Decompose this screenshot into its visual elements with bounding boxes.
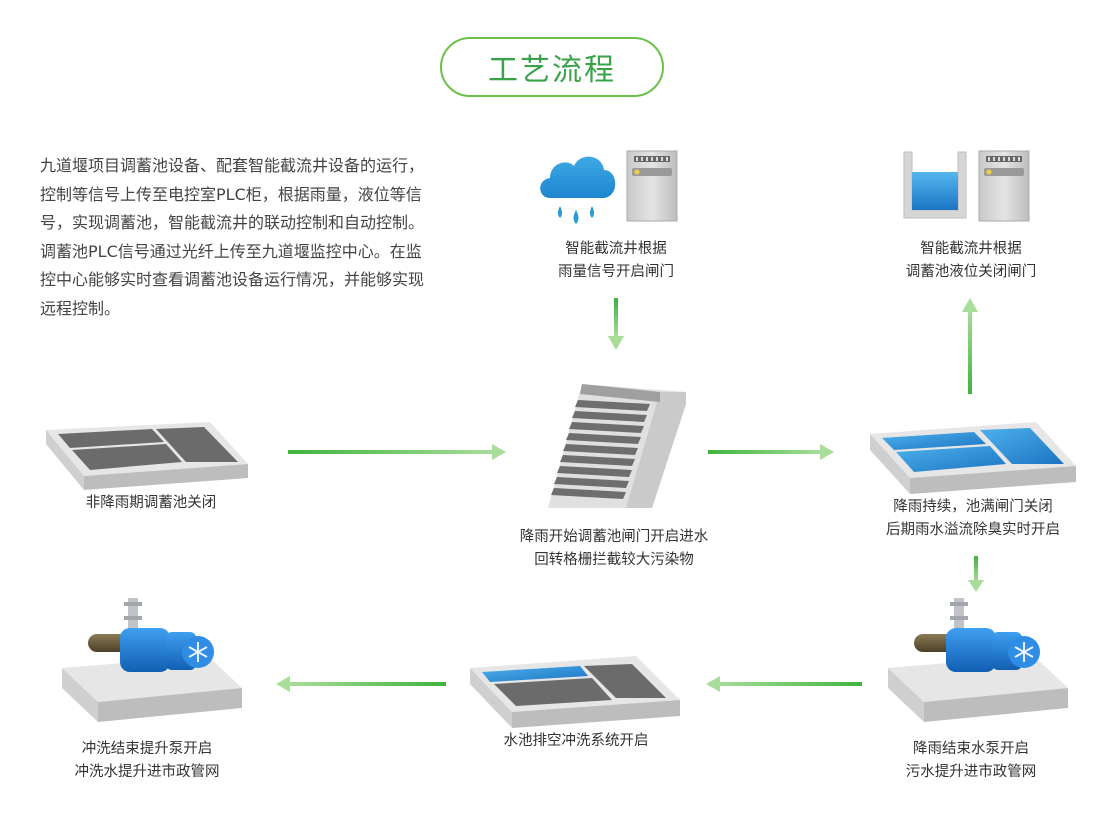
control-cabinet-icon — [978, 150, 1030, 222]
label-level-gate: 智能截流井根据 调蓄池液位关闭闸门 — [905, 241, 1037, 280]
label-non-rain: 非降雨期调蓄池关闭 — [85, 495, 217, 511]
lift-pump-icon — [888, 598, 1068, 722]
label-rain-gate: 智能截流井根据 雨量信号开启闸门 — [558, 241, 674, 280]
page-title: 工艺流程 — [440, 37, 664, 97]
arrow-up-1 — [962, 298, 978, 394]
arrow-left-1 — [706, 676, 862, 692]
lift-pump-icon — [62, 598, 242, 722]
arrow-down-1 — [608, 298, 624, 350]
rotary-screen-icon — [548, 384, 686, 508]
full-tank-icon — [870, 422, 1076, 494]
label-drain-flush: 水池排空冲洗系统开启 — [503, 733, 649, 749]
arrow-right-2 — [708, 444, 834, 460]
label-rain-continue: 降雨持续，池满闸门关闭 后期雨水溢流除臭实时开启 — [886, 499, 1060, 538]
label-rain-end: 降雨结束水泵开启 污水提升进市政管网 — [905, 741, 1037, 780]
rain-cloud-icon — [540, 156, 616, 224]
arrow-down-2 — [968, 556, 984, 592]
arrow-right-1 — [288, 444, 506, 460]
label-flush-end: 冲洗结束提升泵开启 冲洗水提升进市政管网 — [74, 741, 220, 780]
arrow-left-2 — [276, 676, 446, 692]
label-rain-start: 降雨开始调蓄池闸门开启进水 回转格栅拦截较大污染物 — [519, 529, 709, 568]
drain-tank-icon — [470, 656, 680, 728]
closed-tank-icon — [46, 422, 248, 490]
control-cabinet-icon — [626, 150, 678, 222]
intro-text: 九道堰项目调蓄池设备、配套智能截流井设备的运行，控制等信号上传至电控室PLC柜，… — [40, 156, 425, 318]
water-tank-icon — [903, 151, 967, 219]
